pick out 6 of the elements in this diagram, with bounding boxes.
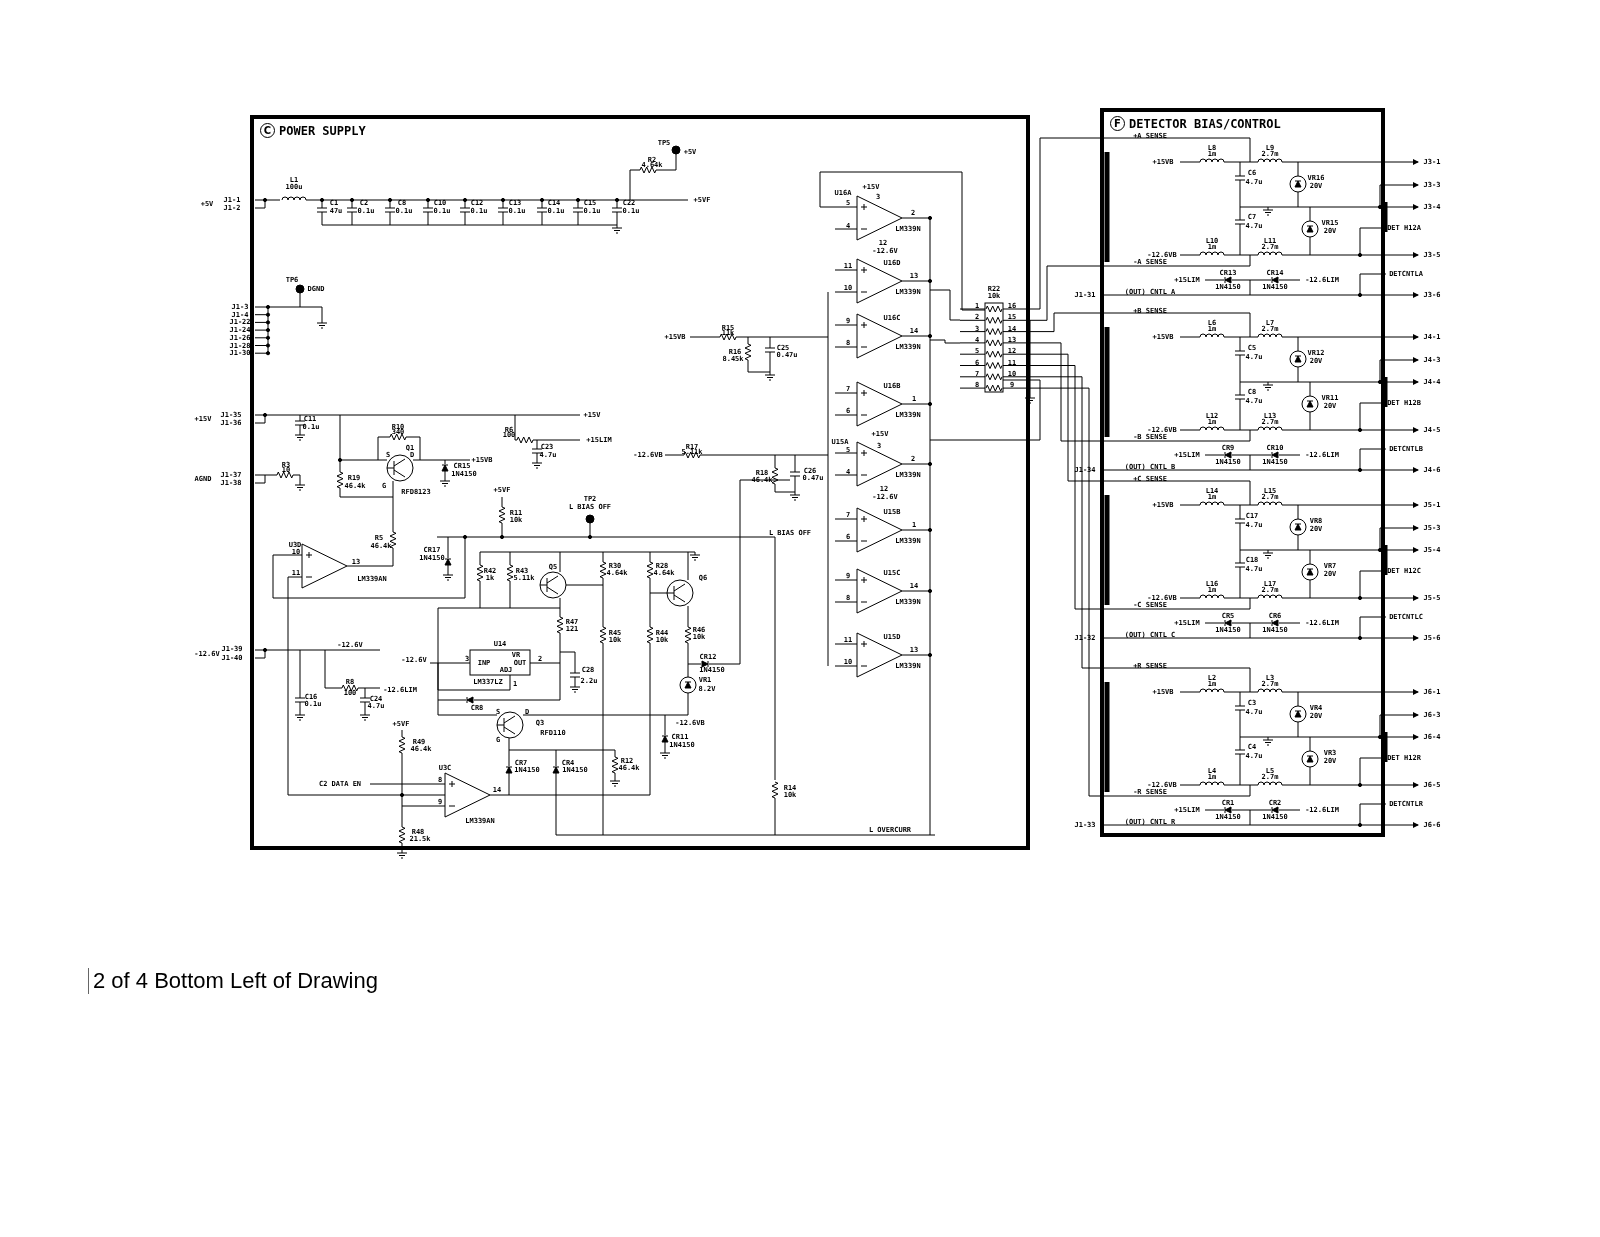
section-title: POWER SUPPLY xyxy=(279,123,366,138)
section-title: DETECTOR BIAS/CONTROL xyxy=(1129,116,1281,131)
section-panel xyxy=(250,115,1030,850)
section-panel xyxy=(1100,108,1385,837)
wire xyxy=(1029,137,1101,797)
caption: 2 of 4 Bottom Left of Drawing xyxy=(88,968,378,994)
